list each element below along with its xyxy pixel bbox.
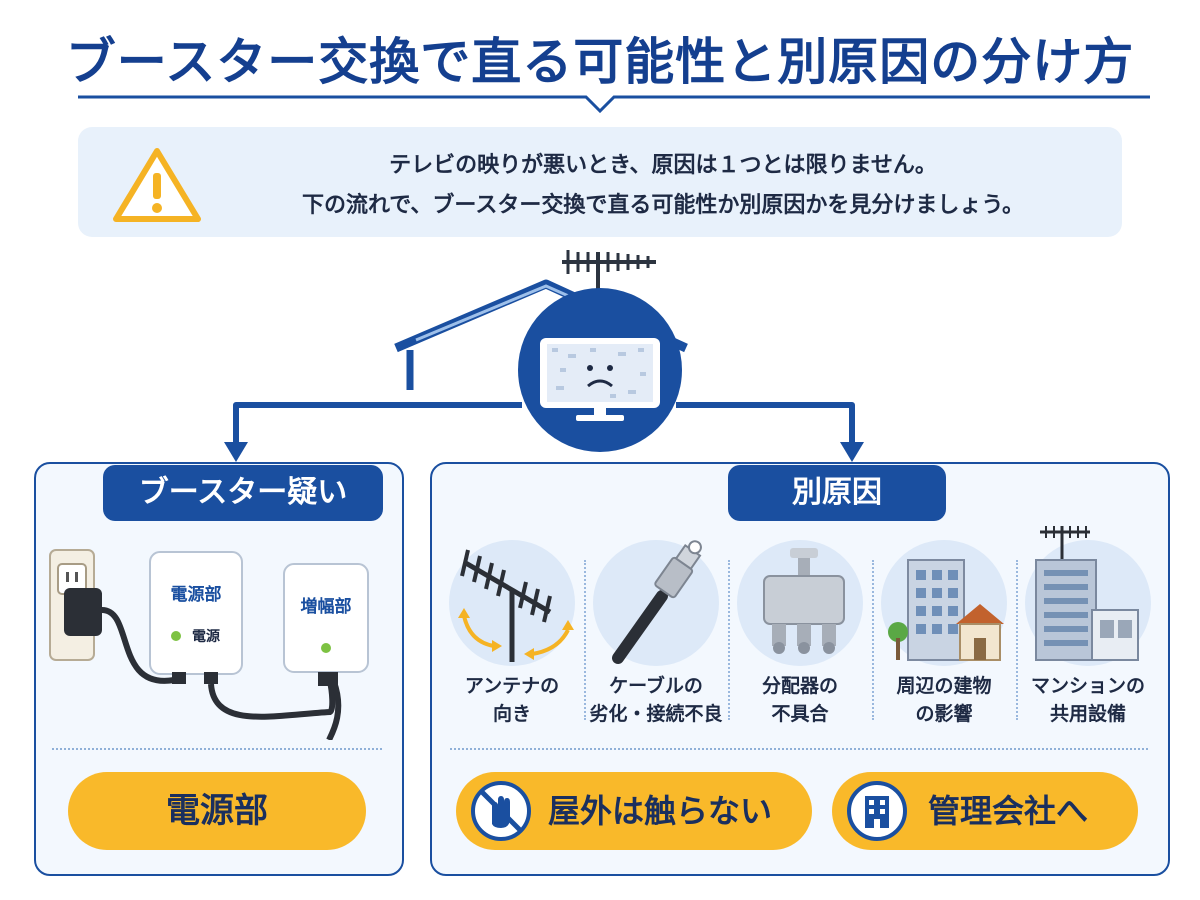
warning-icon xyxy=(113,148,201,222)
antenna-icon xyxy=(458,549,574,662)
buildings-icon xyxy=(888,559,1004,661)
cable-icon xyxy=(612,540,702,664)
cause-separator xyxy=(872,560,874,720)
tv-noise-icon xyxy=(518,288,682,452)
cause-label-apartment: マンションの 共用設備 xyxy=(1030,675,1145,725)
house-tv-diagram xyxy=(224,250,864,462)
cause-separator xyxy=(1016,560,1018,720)
page-title: ブースター交換で直る可能性と別原因の分け方 xyxy=(65,33,1135,91)
title-underline xyxy=(78,95,1150,114)
booster-suspect-heading: ブースター疑い xyxy=(103,465,383,521)
intro-box: テレビの映りが悪いとき、原因は１つとは限りません。 下の流れで、ブースター交換で… xyxy=(78,127,1122,237)
contact-management-label: 管理会社へ xyxy=(928,792,1089,830)
intro-line-1: テレビの映りが悪いとき、原因は１つとは限りません。 xyxy=(389,153,937,178)
roof-antenna-icon xyxy=(562,250,656,320)
power-unit-label: 電源部 xyxy=(171,584,222,605)
cause-label-buildings: 周辺の建物 の影響 xyxy=(896,675,992,725)
booster-device-illustration: 電源部 電源 増幅部 xyxy=(49,549,369,740)
power-unit-result: 電源部 xyxy=(68,772,366,850)
power-adapter-icon xyxy=(64,588,175,684)
other-causes-heading: 別原因 xyxy=(728,465,946,521)
do-not-touch-outdoor-label: 屋外は触らない xyxy=(548,792,773,830)
right-divider xyxy=(450,748,1148,750)
do-not-touch-outdoor-action: 屋外は触らない xyxy=(456,772,812,850)
branch-arrows xyxy=(224,402,864,462)
cause-label-cable: ケーブルの 劣化・接続不良 xyxy=(589,675,723,725)
no-touch-hand-icon xyxy=(471,781,531,841)
office-building-icon xyxy=(847,781,907,841)
cause-label-antenna: アンテナの 向き xyxy=(464,675,560,725)
cause-separator xyxy=(584,560,586,720)
cause-separator xyxy=(728,560,730,720)
splitter-icon xyxy=(763,548,845,654)
intro-line-2: 下の流れで、ブースター交換で直る可能性か別原因かを見分けましょう。 xyxy=(301,193,1025,218)
apartment-icon xyxy=(1035,526,1139,661)
power-unit-box: 電源部 電源 xyxy=(149,551,243,684)
amplifier-box: 増幅部 xyxy=(283,563,369,686)
amplifier-label: 増幅部 xyxy=(301,596,352,617)
left-divider xyxy=(52,748,382,750)
contact-management-action: 管理会社へ xyxy=(832,772,1138,850)
cause-icons xyxy=(458,526,1139,664)
power-indicator-label: 電源 xyxy=(192,628,220,645)
cause-label-splitter: 分配器の 不具合 xyxy=(761,675,838,725)
